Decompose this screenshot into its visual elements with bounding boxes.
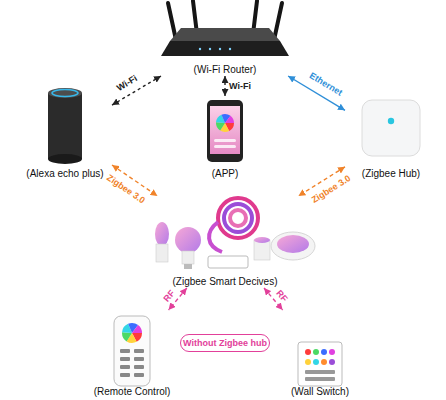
a19-bulb-base: [182, 251, 194, 264]
smart-devices-icon: [155, 198, 315, 269]
color-wheel: [127, 328, 137, 338]
connector: [224, 76, 225, 96]
color-wheel: [221, 119, 230, 128]
speaker-node: (Alexa echo plus): [18, 86, 112, 180]
color-wheel: [127, 328, 137, 338]
remote-body: [114, 316, 150, 386]
router-led: [229, 48, 231, 50]
phone-body: [207, 100, 243, 162]
edge-label: Zigbee 3.0: [105, 172, 147, 205]
phone-slider: [214, 145, 236, 148]
remote-button: [134, 357, 144, 361]
color-wheel: [221, 119, 230, 128]
gu10-lens: [254, 237, 270, 243]
router-led: [209, 48, 211, 50]
router-led: [199, 48, 201, 50]
candle-bulb: [155, 222, 169, 246]
led-strip: [209, 222, 222, 252]
node-label: (Zigbee Smart Decives): [172, 276, 277, 288]
router-led: [219, 48, 221, 50]
speaker-icon: [48, 88, 82, 164]
led-controller: [208, 256, 248, 268]
color-wheel: [127, 328, 137, 338]
edge-label: RF: [275, 288, 290, 304]
remote-button: [120, 373, 130, 377]
phone-icon: [207, 100, 243, 162]
a19-bulb-screw: [184, 264, 192, 269]
switch-button: [329, 359, 335, 365]
router-antenna: [274, 3, 282, 40]
node-label: (Remote Control): [94, 386, 171, 398]
router-node: (Wi-Fi Router): [160, 0, 290, 76]
speaker-body: [48, 93, 82, 159]
led-strip: [218, 198, 258, 238]
hub-node: (Zigbee Hub): [345, 96, 437, 180]
router-antenna: [168, 3, 176, 40]
switch-button: [321, 359, 327, 365]
led-strip: [224, 204, 252, 232]
edge-label: RF: [161, 288, 176, 304]
node-label: Without Zigbee hub: [183, 338, 267, 349]
color-wheel: [127, 328, 137, 338]
speaker-ring: [52, 90, 78, 97]
color-wheel: [127, 328, 137, 338]
color-wheel: [221, 119, 230, 128]
remote-button: [120, 357, 130, 361]
color-wheel: [221, 119, 230, 128]
devices-node: (Zigbee Smart Decives): [150, 196, 300, 288]
note-pill: Without Zigbee hub: [180, 334, 270, 352]
switch-button: [313, 359, 319, 365]
color-wheel: [221, 119, 230, 128]
edge-label: Zigbee 3.0: [309, 173, 352, 205]
remote-button: [134, 373, 144, 377]
switch-button: [313, 349, 319, 355]
remote-icon: [114, 316, 150, 386]
remote-node: (Remote Control): [88, 310, 176, 398]
node-label: (Zigbee Hub): [362, 168, 420, 180]
hub-body: [362, 100, 420, 156]
remote-button: [120, 349, 130, 353]
edge-label: Wi-Fi: [229, 81, 251, 91]
node-label: (APP): [212, 168, 239, 180]
remote-button: [134, 349, 144, 353]
speaker-base: [48, 154, 82, 164]
router-body: [161, 41, 289, 56]
switch-button: [329, 349, 335, 355]
hub-icon: [362, 100, 420, 156]
phone-slider: [214, 139, 236, 142]
downlight-lens: [277, 235, 309, 253]
led-strip: [230, 210, 246, 226]
node-label: (Alexa echo plus): [26, 168, 103, 180]
switch-node: (Wall Switch): [276, 310, 364, 398]
hub-light: [388, 118, 394, 124]
switch-button: [305, 370, 335, 374]
candle-bulb-base: [156, 244, 168, 262]
app-node: (APP): [190, 96, 260, 180]
wall-switch-icon: [298, 342, 342, 386]
color-wheel: [221, 119, 230, 128]
color-wheel: [127, 328, 137, 338]
downlight: [271, 232, 315, 260]
router-icon: [161, 1, 289, 56]
node-label: (Wall Switch): [291, 386, 349, 398]
switch-button: [305, 377, 335, 381]
node-label: (Wi-Fi Router): [194, 64, 257, 76]
edge-label: Wi-Fi: [115, 73, 139, 93]
remote-button: [120, 365, 130, 369]
edge-label: Ethernet: [307, 70, 343, 97]
router-top: [170, 28, 280, 41]
remote-button: [134, 365, 144, 369]
switch-button: [321, 349, 327, 355]
switch-button: [305, 359, 311, 365]
a19-bulb: [175, 227, 201, 253]
speaker-top: [48, 88, 82, 98]
wall-switch-body: [298, 342, 342, 386]
phone-screen: [210, 106, 240, 154]
switch-button: [305, 349, 311, 355]
